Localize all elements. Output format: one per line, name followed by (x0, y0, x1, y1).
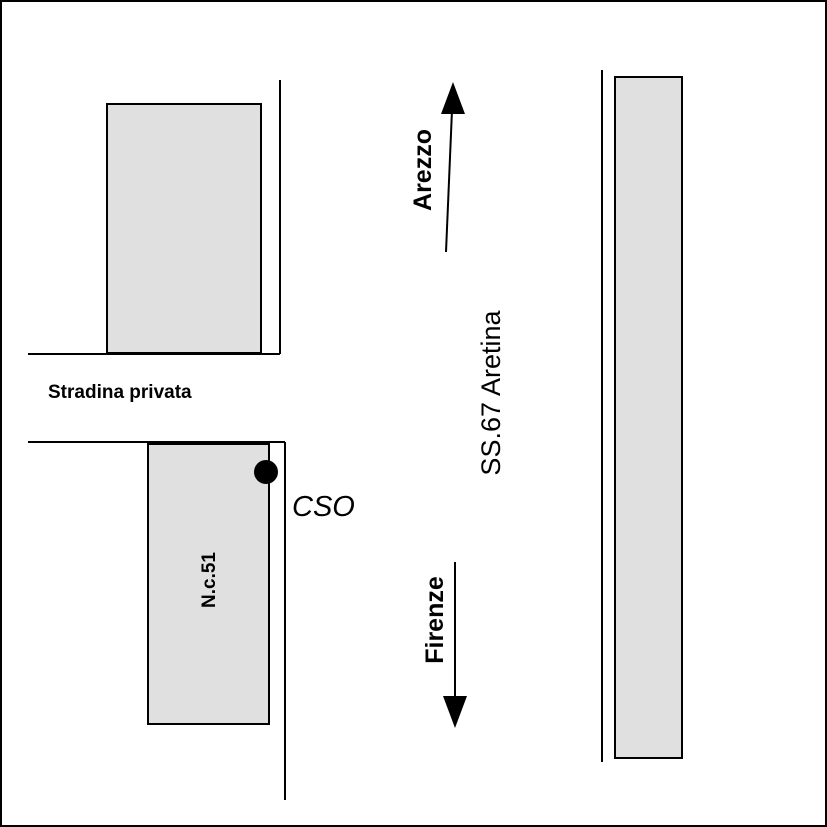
building-nc51 (147, 443, 270, 725)
north-direction-label: Arezzo (409, 129, 437, 211)
arrow-up-icon (441, 82, 465, 253)
station-label: CSO (292, 491, 355, 523)
building-number-label: N.c.51 (199, 552, 220, 608)
building-east (614, 76, 683, 759)
building-north-west (106, 103, 262, 354)
south-direction-label: Firenze (421, 576, 449, 664)
station-marker (254, 460, 278, 484)
arrow-down-icon (443, 562, 467, 728)
main-road-label: SS.67 Aretina (476, 309, 506, 475)
side-road-label: Stradina privata (48, 382, 192, 403)
